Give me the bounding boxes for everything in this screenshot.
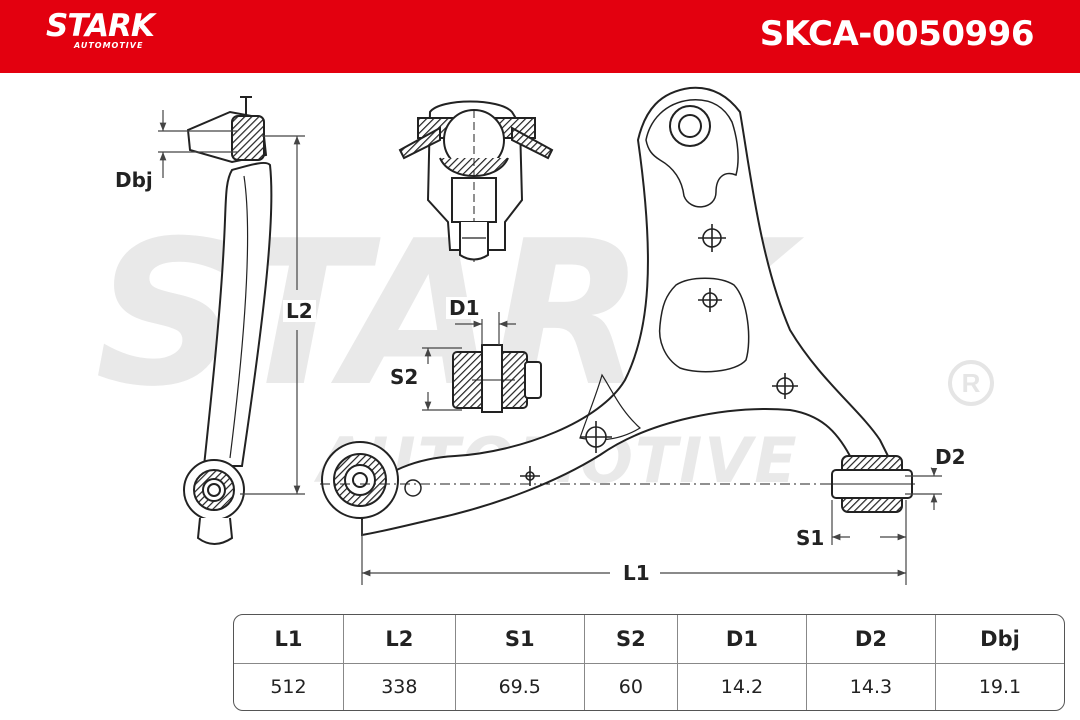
dim-label-dbj: Dbj bbox=[112, 169, 156, 191]
dim-label-l1: L1 bbox=[620, 562, 653, 584]
dim-label-s1: S1 bbox=[793, 527, 828, 549]
spec-header-s2: S2 bbox=[583, 615, 677, 664]
spec-value-row: 512 338 69.5 60 14.2 14.3 19.1 bbox=[234, 664, 1064, 710]
registered-mark: ® bbox=[134, 22, 141, 32]
l2-dimension bbox=[240, 135, 305, 495]
dim-label-s2: S2 bbox=[387, 366, 422, 388]
arm-holes bbox=[520, 224, 798, 486]
spec-value-s1: 69.5 bbox=[454, 664, 584, 710]
spec-value-d2: 14.3 bbox=[805, 664, 935, 710]
spec-header-dbj: Dbj bbox=[934, 615, 1064, 664]
dim-label-l2: L2 bbox=[283, 300, 316, 322]
watermark-registered-mark: R bbox=[948, 360, 994, 406]
spec-header-l1: L1 bbox=[234, 615, 343, 664]
ball-joint-section bbox=[398, 100, 554, 262]
control-arm-drawing bbox=[158, 86, 942, 585]
dim-label-d1: D1 bbox=[446, 297, 483, 319]
spec-value-l2: 338 bbox=[342, 664, 455, 710]
spec-value-s2: 60 bbox=[583, 664, 677, 710]
spec-header-row: L1 L2 S1 S2 D1 D2 Dbj bbox=[234, 615, 1064, 664]
spec-header-d1: D1 bbox=[676, 615, 806, 664]
s1-dimension bbox=[831, 500, 907, 545]
spec-header-s1: S1 bbox=[454, 615, 584, 664]
dim-label-d2: D2 bbox=[932, 446, 969, 468]
spec-header-l2: L2 bbox=[342, 615, 455, 664]
brand-logo: STARK AUTOMOTIVE bbox=[46, 8, 155, 50]
header-bar: STARK AUTOMOTIVE ® SKCA-0050996 bbox=[0, 0, 1080, 73]
l1-dimension bbox=[361, 520, 907, 585]
s2-dimension bbox=[422, 347, 462, 411]
spec-table: L1 L2 S1 S2 D1 D2 Dbj 512 338 69.5 60 14… bbox=[233, 614, 1065, 711]
brand-subline: AUTOMOTIVE bbox=[74, 41, 144, 50]
spec-header-d2: D2 bbox=[805, 615, 935, 664]
rear-bushing-section bbox=[452, 344, 542, 413]
control-arm-top-view bbox=[321, 86, 915, 537]
side-view-arm bbox=[183, 96, 273, 545]
part-number: SKCA-0050996 bbox=[759, 14, 1035, 54]
dbj-dimension bbox=[158, 110, 238, 178]
brand-name: STARK bbox=[46, 8, 155, 44]
spec-value-l1: 512 bbox=[270, 676, 307, 698]
spec-value-d1: 14.2 bbox=[676, 664, 806, 710]
spec-value-dbj: 19.1 bbox=[934, 664, 1064, 710]
